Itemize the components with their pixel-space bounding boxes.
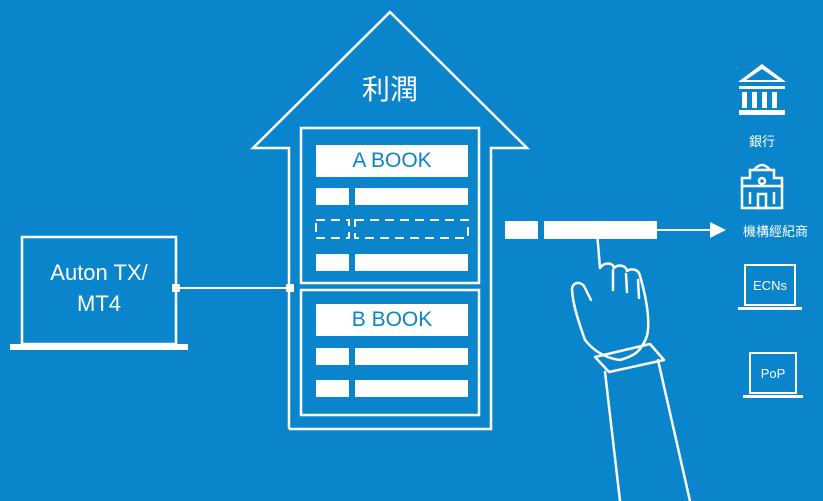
pop-label: PoP	[750, 366, 796, 381]
institution-building-icon	[742, 165, 782, 208]
laptop-label-line2: MT4	[22, 291, 176, 317]
bank-icon	[738, 64, 786, 115]
outgoing-order	[505, 221, 726, 239]
roof-label: 利潤	[340, 68, 440, 108]
institution-label: 機構經紀商	[728, 221, 823, 240]
laptop-house-connector	[172, 284, 294, 292]
pointing-hand-icon	[572, 228, 690, 501]
laptop-label-line1: Auton TX/	[22, 260, 176, 286]
transferring-order-slot	[316, 220, 468, 238]
ecns-label: ECNs	[745, 278, 795, 293]
arrow-right-icon	[710, 222, 726, 238]
a-book-label: A BOOK	[316, 149, 468, 173]
bank-label: 銀行	[737, 131, 787, 150]
b-book-label: B BOOK	[316, 308, 468, 332]
